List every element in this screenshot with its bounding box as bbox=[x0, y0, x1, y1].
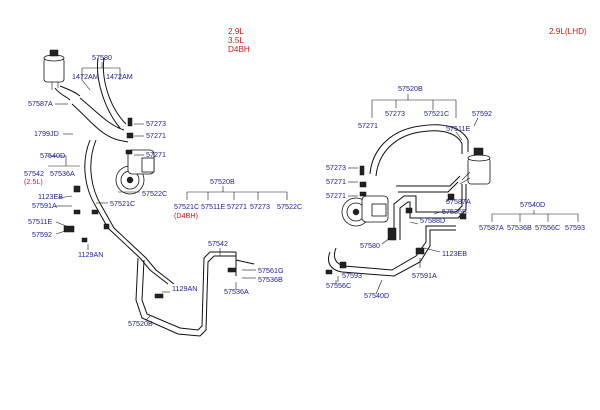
label-r-57593: 57593 bbox=[342, 271, 362, 280]
right-group-head: 57540D bbox=[520, 200, 545, 209]
engine-variant-d4bh: D4BH bbox=[228, 45, 250, 54]
label-r-57540d: 57540D bbox=[364, 291, 389, 300]
label-57522c: 57522C bbox=[142, 189, 167, 198]
left-group-item-57522c: 57522C bbox=[277, 202, 302, 211]
left-pressure-line bbox=[84, 139, 169, 285]
label-57540d: 57540D bbox=[40, 151, 65, 160]
label-1129an: 1129AN bbox=[78, 250, 103, 259]
left-group-item-57511e: 57511E bbox=[201, 202, 225, 211]
right-reservoir-tank bbox=[459, 147, 491, 185]
left-assembly-drawing bbox=[43, 49, 255, 337]
label-r-57556c: 57556C bbox=[326, 281, 351, 290]
label-r-57536b: 57536B bbox=[442, 207, 467, 216]
label-57536a-b: 57536A bbox=[224, 287, 249, 296]
label-r-57511e: 57511E bbox=[446, 124, 470, 133]
left-return-hose bbox=[71, 103, 129, 143]
left-group-d4bh-note: (D4BH) bbox=[174, 211, 198, 220]
right-group-item-57587a: 57587A bbox=[479, 223, 504, 232]
label-57271-b: 57271 bbox=[146, 150, 166, 159]
lhd-variant-note: 2.9L(LHD) bbox=[549, 27, 587, 36]
label-57561g: 57561G bbox=[258, 266, 284, 275]
label-57587a: 57587A bbox=[28, 99, 53, 108]
label-r-57271: 57271 bbox=[358, 121, 378, 130]
label-57542-b: 57542 bbox=[208, 239, 228, 248]
label-57592: 57592 bbox=[32, 230, 52, 239]
left-group-item-57273: 57273 bbox=[250, 202, 270, 211]
label-57536b: 57536B bbox=[258, 275, 283, 284]
label-1123eb: 1123EB bbox=[38, 192, 63, 201]
engine-variant-2-9l: 2.9L bbox=[228, 27, 244, 36]
label-1799jd: 1799JD bbox=[34, 129, 59, 138]
left-group-item-57271: 57271 bbox=[227, 202, 247, 211]
right-group-item-57593: 57593 bbox=[565, 223, 585, 232]
right-group-item-57556c: 57556C bbox=[535, 223, 560, 232]
left-reservoir-hose bbox=[54, 87, 71, 101]
label-r-57521c: 57521C bbox=[424, 109, 449, 118]
right-assembly-drawing bbox=[325, 124, 491, 277]
left-reservoir-tank bbox=[43, 49, 65, 90]
right-return-hose bbox=[369, 124, 469, 175]
right-leader-lines bbox=[335, 94, 479, 295]
label-57511e: 57511E bbox=[28, 217, 52, 226]
label-57520b: 57520B bbox=[128, 319, 153, 328]
label-r-57580: 57580 bbox=[360, 241, 380, 250]
right-part-group-tree: 57540D 57587A 57536B 57556C 57593 bbox=[479, 200, 585, 232]
label-r-57592: 57592 bbox=[472, 109, 492, 118]
label-r-57591a: 57591A bbox=[412, 271, 437, 280]
label-r-57520b: 57520B bbox=[398, 84, 423, 93]
label-1472am-b: 1472AM bbox=[106, 72, 133, 81]
engine-variant-3-5l: 3.5L bbox=[228, 36, 244, 45]
label-57591a: 57591A bbox=[32, 201, 57, 210]
label-r-57271-b: 57271 bbox=[326, 177, 346, 186]
right-group-item-57536b: 57536B bbox=[507, 223, 532, 232]
right-power-steering-pump bbox=[341, 195, 389, 227]
label-r-57273-b: 57273 bbox=[326, 163, 346, 172]
label-57273: 57273 bbox=[146, 119, 166, 128]
left-part-group-tree: 57520B 57521C 57511E 57271 57273 57522C … bbox=[174, 177, 302, 220]
label-1129an-b: 1129AN bbox=[172, 284, 197, 293]
left-group-item-57521c: 57521C bbox=[174, 202, 199, 211]
left-leader-lines bbox=[46, 62, 256, 321]
label-57521c: 57521C bbox=[110, 199, 135, 208]
label-r-57588d: 57588D bbox=[420, 216, 445, 225]
label-57536a: 57536A bbox=[50, 169, 75, 178]
label-r-57587a: 57587A bbox=[446, 197, 471, 206]
label-2-5l-note: (2.5L) bbox=[24, 177, 43, 186]
label-57542: 57542 bbox=[24, 169, 44, 178]
left-power-steering-pump bbox=[115, 149, 155, 195]
label-57271-a: 57271 bbox=[146, 131, 166, 140]
label-r-57271-c: 57271 bbox=[326, 191, 346, 200]
label-r-1123eb: 1123EB bbox=[442, 249, 467, 258]
label-1472am-a: 1472AM bbox=[72, 72, 99, 81]
label-57580: 57580 bbox=[92, 53, 112, 62]
label-r-57273: 57273 bbox=[385, 109, 405, 118]
left-group-head: 57520B bbox=[210, 177, 235, 186]
